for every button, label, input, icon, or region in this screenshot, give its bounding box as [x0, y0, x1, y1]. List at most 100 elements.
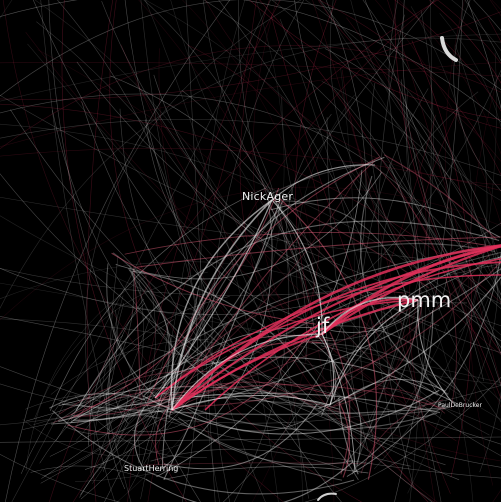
edge-mid [145, 461, 354, 502]
edge-faint [428, 0, 501, 84]
edge-faint [453, 0, 501, 192]
edge-faint [120, 44, 457, 442]
edge-faint [394, 0, 501, 112]
edge-faint [410, 113, 498, 412]
edge-faint [144, 0, 474, 502]
edge-faint [0, 316, 501, 445]
edge-mid [127, 268, 446, 415]
edge-faint [468, 75, 499, 486]
node-label-pauldebrucker[interactable]: PaulDeBrucker [438, 402, 482, 409]
edge-mid [133, 267, 141, 399]
edge-mid [333, 302, 423, 407]
edge-faint [0, 282, 501, 383]
edge-faint [341, 69, 501, 356]
edge-faint [43, 289, 199, 477]
edge-faint [140, 0, 266, 502]
edge-bundle-top-right [440, 36, 458, 62]
edge-faint [37, 49, 370, 302]
edge-faint [0, 0, 13, 19]
edge-mid [57, 271, 135, 422]
edge-faint [20, 335, 124, 474]
edge-faint [48, 0, 201, 502]
edge-faint [411, 40, 473, 478]
edge-mid [67, 327, 312, 436]
edge-faint [405, 91, 501, 423]
edge-faint [202, 0, 501, 353]
edge-faint [5, 0, 231, 502]
edge-faint [110, 75, 333, 393]
edge-mid [61, 403, 451, 416]
edge-mid [329, 331, 351, 475]
edge-faint [57, 0, 199, 502]
edge-faint [271, 0, 501, 296]
edge-faint [127, 405, 186, 493]
edge-faint [0, 376, 501, 502]
edge-faint [394, 0, 501, 354]
edge-faint [373, 44, 488, 470]
edge-faint [364, 0, 501, 355]
edge-mid [311, 309, 420, 342]
edge-faint [55, 319, 174, 441]
node-label-pmm[interactable]: pmm [397, 288, 451, 312]
edge-faint [0, 261, 501, 402]
edge-faint [170, 0, 501, 420]
edge-mid [75, 200, 283, 427]
edge-mid [168, 394, 359, 481]
edge-bright [321, 296, 419, 335]
edge-faint [0, 119, 501, 176]
edge-faint [312, 0, 436, 502]
edge-faint [106, 309, 118, 399]
edge-faint [158, 48, 501, 462]
edge-faint [108, 255, 119, 435]
node-label-nickager[interactable]: NickAger [242, 190, 293, 203]
edge-faint [388, 0, 501, 309]
edge-faint [30, 465, 146, 480]
edge-faint [143, 0, 290, 502]
edge-mid [163, 404, 318, 470]
edge-mid [169, 160, 376, 415]
edge-faint [0, 262, 501, 296]
edge-faint [401, 79, 427, 371]
edge-bundle-bottom [317, 492, 337, 501]
edge-faint [33, 413, 136, 425]
edge-mid [316, 256, 501, 333]
edge-faint [239, 0, 435, 502]
edge-faint [203, 0, 501, 388]
edge-bright [321, 333, 356, 473]
edge-mid [136, 236, 501, 268]
edge-faint [107, 303, 124, 431]
edge-mid [64, 408, 156, 435]
edge-faint [50, 338, 210, 395]
edge-faint [25, 275, 148, 471]
edge-mid [163, 171, 361, 397]
edge-faint [0, 123, 501, 336]
edge-faint [36, 21, 309, 499]
edge-mid [351, 309, 408, 475]
edge-faint [79, 405, 195, 498]
edge-mid [73, 399, 171, 421]
edge-mid [322, 325, 466, 402]
edge-faint [81, 101, 446, 466]
edge-mid [186, 396, 341, 432]
edge-faint [0, 11, 501, 100]
edge-faint [409, 0, 432, 502]
edge-faint [199, 0, 246, 502]
edge-faint [362, 0, 501, 306]
edge-faint [115, 414, 136, 450]
node-label-jf[interactable]: jf [315, 314, 330, 338]
edge-faint [437, 0, 501, 65]
edge-faint [124, 0, 342, 502]
edge-bright [329, 299, 419, 406]
edge-faint [100, 394, 129, 457]
edge-faint [439, 13, 501, 316]
edge-mid [106, 263, 161, 402]
edge-faint [252, 0, 438, 502]
node-label-stuartherring[interactable]: StuartHerring [124, 464, 178, 473]
edge-faint [350, 0, 501, 201]
edge-faint [459, 74, 501, 333]
edge-mid [383, 154, 497, 240]
edge-mid [51, 268, 501, 425]
edge-faint [445, 0, 501, 408]
